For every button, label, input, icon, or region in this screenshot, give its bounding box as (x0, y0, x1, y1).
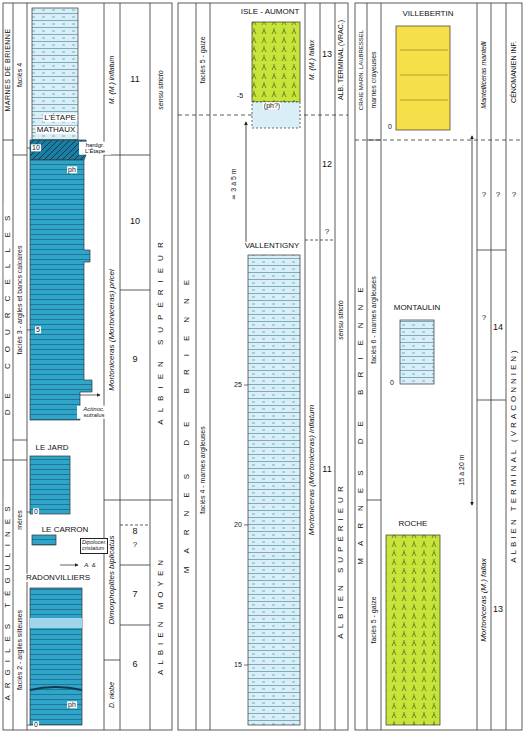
strat-label: 0 (33, 721, 39, 728)
strat-label: MARNES DE BRIENNE (357, 274, 365, 565)
strat-label: 13 (321, 50, 333, 59)
strat-label: 10 (31, 144, 41, 151)
strat-label: Mortoniceras (Mortoniceras) pricei (108, 268, 116, 391)
strat-label: VALLENTIGNY (244, 242, 301, 250)
strat-label: faciès 6 - marnes argileuses (370, 275, 377, 365)
strat-label: 0 (387, 123, 393, 130)
strat-label: CÉNOMANIEN INF. (510, 40, 517, 104)
strat-label: MARNES DE BRIENNE (4, 27, 11, 112)
fossil-name: Dipolocer. cristatum (82, 540, 106, 552)
strat-label: MATHAUX (36, 126, 77, 134)
strat-label: faciès 4 (16, 62, 23, 88)
strat-label: ? (481, 314, 487, 322)
strat-label: faciès 3 - argiles et bancs calcaires (16, 245, 23, 356)
strat-label: hardgr. L'Étape (79, 142, 111, 155)
strat-label: ph (67, 166, 77, 173)
strat-label: 25 (233, 381, 243, 388)
strat-label: 20 (233, 521, 243, 528)
strat-label: ? (511, 191, 517, 199)
strat-label: ? (495, 191, 501, 199)
strat-label: M. (M.) fallax (308, 39, 315, 81)
strat-label: ? (132, 541, 138, 549)
strat-label: ALBIEN TERMINAL (VRACONNIEN) (510, 346, 518, 564)
strat-label: Actinoc. sutralus (77, 406, 111, 419)
strat-label: A. & (83, 562, 96, 568)
strat-label: 6 (131, 660, 138, 669)
strat-label: 9 (131, 355, 138, 364)
strat-label: marnes crayeuses (370, 50, 377, 109)
strat-label: ALBIEN MOYEN (157, 554, 165, 676)
strat-label: faciès 2 - argiles silteuses (16, 609, 23, 691)
strat-label: LE JARD (35, 444, 70, 452)
strat-label: Mantelliceras mantelli (480, 40, 487, 109)
strat-label: LE CARRON (41, 526, 90, 534)
strat-label: sensu stricto (337, 299, 344, 340)
strat-label: ISLE - AUMONT (240, 8, 301, 16)
strat-label: 11 (321, 465, 332, 474)
strat-label: (ph?) (263, 102, 281, 109)
strat-label: 13 (492, 605, 504, 614)
strat-label: ARGILES TÉGULINES (4, 498, 12, 701)
strat-label: 12 (321, 160, 333, 169)
strat-label: 15 (233, 661, 243, 668)
strat-label: faciès 4 - marnes argileuses (199, 425, 206, 515)
strat-label: sensu stricto (157, 69, 164, 110)
strat-label: VILLEBERTIN (402, 10, 455, 18)
strat-label: 7 (131, 590, 138, 599)
strat-label: Mortoniceras (M.) fallax (480, 557, 488, 643)
strat-label: 8 (131, 527, 138, 536)
strat-label: Mortoniceras (Mortoniceras) inflatum (308, 404, 316, 536)
strat-label: 0 (33, 508, 39, 515)
strat-label: 14 (492, 323, 504, 332)
strat-label: 5 (35, 326, 41, 333)
strat-label: -5 (236, 92, 244, 99)
strat-label: faciès 5 - gaize (199, 35, 206, 84)
strat-label: 10 (129, 217, 141, 226)
strat-label: MARNES DE BRIENNE (183, 266, 191, 574)
strat-label: 11 (129, 75, 140, 84)
fossil-box: Dipolocer. cristatum (80, 538, 108, 554)
strat-label: 0 (389, 379, 395, 386)
strat-label: ALB. TERMINAL (VRAC.) (337, 19, 344, 101)
strat-label: MONTAULIN (393, 304, 442, 312)
strat-label: M. (M.) inflatum (108, 55, 115, 106)
strat-label: RADONVILLIERS (25, 574, 91, 582)
strat-label: mères (16, 509, 23, 530)
strat-label: ≃ 3 à 5 m (230, 167, 237, 200)
strat-label: DE COURCELLES (4, 204, 12, 417)
strat-label: Dimorphoplites biplicatus (108, 535, 116, 626)
strat-label: CRAIE MARN. LAUBRESSEL (358, 29, 364, 111)
strat-label: ALBIEN SUPÉRIEUR (157, 234, 165, 425)
strat-label: D. niobe (108, 681, 115, 709)
strat-label: ? (324, 228, 330, 236)
strat-label: ROCHE (398, 520, 429, 528)
strat-label: L'ÉTAPE (43, 114, 77, 122)
strat-label: ph (67, 701, 77, 708)
strat-label: ? (481, 191, 487, 199)
strat-label: 15 à 20 m (458, 453, 465, 486)
strat-label: faciès 5 - gaize (370, 595, 377, 644)
strat-label: ALBIEN SUPÉRIEUR (337, 480, 345, 639)
